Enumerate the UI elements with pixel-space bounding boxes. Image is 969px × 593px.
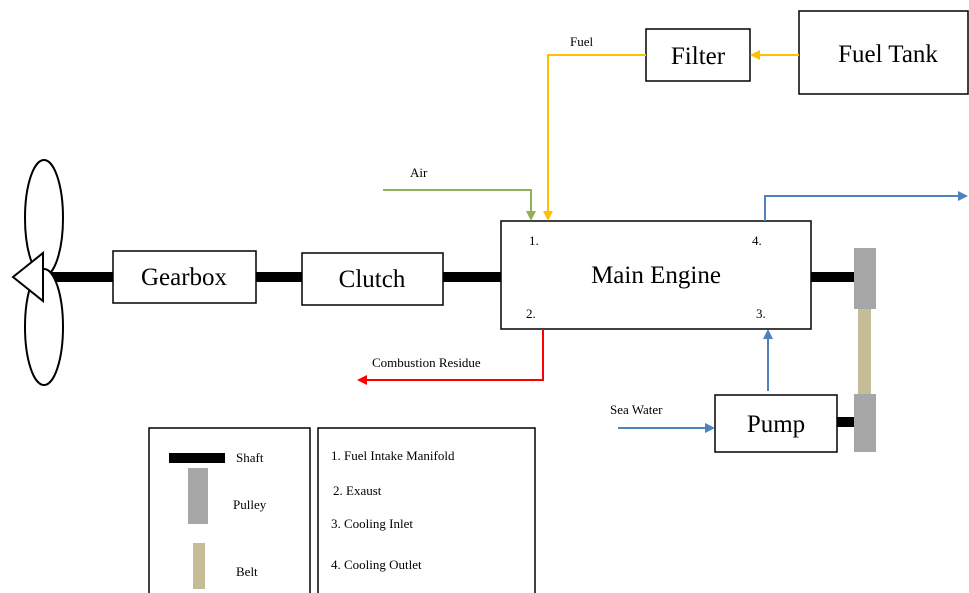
legend-shaft-swatch <box>169 453 225 463</box>
cooling-outlet-line <box>764 191 968 221</box>
fuel-label: Fuel <box>570 34 594 49</box>
combustion-residue-label: Combustion Residue <box>372 355 481 370</box>
filter-block: Filter <box>645 28 751 82</box>
port-2-label: 2. <box>526 306 536 321</box>
legend-components: Shaft Pulley Belt <box>148 427 311 593</box>
legend-pulley-swatch <box>188 468 208 524</box>
exhaust-line <box>357 329 544 385</box>
shaft-gearbox-clutch <box>256 272 302 282</box>
legend-belt-swatch <box>193 543 205 589</box>
legend-port-3: 3. Cooling Inlet <box>331 516 413 531</box>
main-engine-block: Main Engine 1. 4. 2. 3. <box>500 220 812 330</box>
legend-shaft-label: Shaft <box>236 450 264 465</box>
legend-port-2: 2. Exaust <box>333 483 382 498</box>
gearbox-label: Gearbox <box>141 264 228 291</box>
air-label: Air <box>410 165 428 180</box>
sea-water-label: Sea Water <box>610 402 663 417</box>
clutch-block: Clutch <box>301 252 444 306</box>
belt <box>858 306 871 396</box>
propeller-hub <box>11 250 44 304</box>
shaft-engine-pulley <box>811 272 854 282</box>
clutch-label: Clutch <box>339 266 406 293</box>
air-line <box>383 189 536 221</box>
legend-belt-label: Belt <box>236 564 258 579</box>
main-engine-label: Main Engine <box>591 262 721 289</box>
pulley-pump <box>854 394 876 452</box>
propeller-icon <box>11 159 64 386</box>
pulley-engine <box>854 248 876 309</box>
shaft-clutch-engine <box>443 272 501 282</box>
legend-pulley-label: Pulley <box>233 497 267 512</box>
port-3-label: 3. <box>756 306 766 321</box>
fuel-line-filter-to-engine <box>543 54 646 221</box>
port-1-label: 1. <box>529 233 539 248</box>
pump-label: Pump <box>747 411 805 438</box>
fuel-tank-block: Fuel Tank <box>798 10 969 95</box>
shaft-propeller-gearbox <box>40 272 113 282</box>
legend-port-4: 4. Cooling Outlet <box>331 557 422 572</box>
gearbox-block: Gearbox <box>112 250 257 304</box>
shaft-pump-pulley <box>837 417 854 427</box>
port-4-label: 4. <box>752 233 762 248</box>
legend-port-1: 1. Fuel Intake Manifold <box>331 448 455 463</box>
fuel-tank-label: Fuel Tank <box>838 41 938 68</box>
pump-block: Pump <box>714 394 838 453</box>
filter-label: Filter <box>671 43 726 70</box>
legend-ports: 1. Fuel Intake Manifold 2. Exaust 3. Coo… <box>317 427 536 593</box>
